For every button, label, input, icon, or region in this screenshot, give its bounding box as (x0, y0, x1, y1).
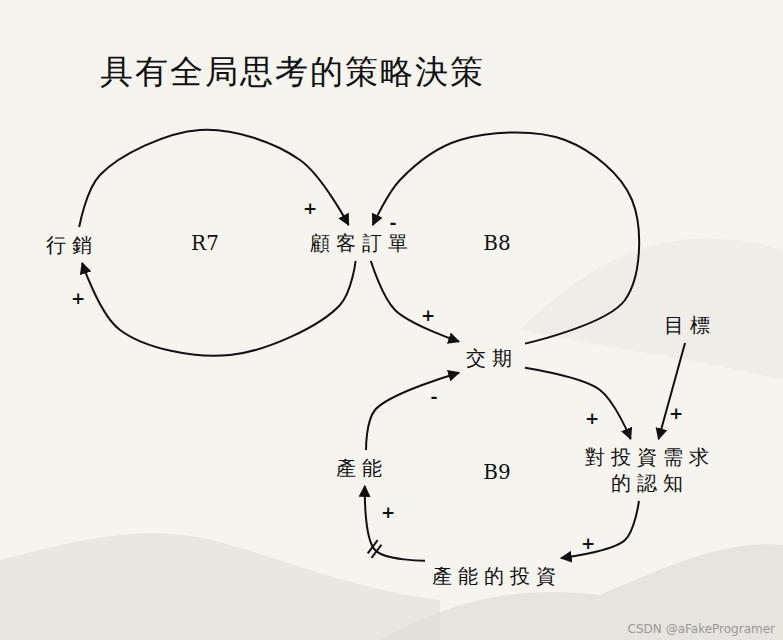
causal-link (659, 343, 685, 439)
title: 具有全局思考的策略決策 (100, 50, 485, 95)
variable-name: 顧客訂單 (310, 230, 414, 256)
watermark: CSDN @aFakeProgramer (628, 622, 775, 636)
causal-link (365, 486, 425, 561)
polarity-sign: - (430, 388, 437, 405)
variable-node: 產能的投資 (428, 561, 566, 591)
polarity-sign: + (581, 535, 595, 552)
variable-node: 產能 (332, 453, 392, 483)
delay-mark (368, 540, 378, 553)
variable-node: 交期 (462, 343, 522, 373)
polarity-sign: - (389, 214, 396, 231)
mountain-shade (380, 544, 783, 640)
polarity-sign: + (303, 200, 317, 217)
variable-name: 對投資需求的認知 (578, 444, 723, 496)
causal-link (366, 373, 459, 450)
polarity-sign: + (421, 307, 435, 324)
mountain-shade (520, 239, 783, 380)
variable-name: 行銷 (46, 232, 98, 258)
causal-link (79, 130, 348, 227)
polarity-sign: + (71, 290, 85, 307)
loop-label: B8 (483, 231, 510, 255)
causal-link (371, 261, 459, 342)
causal-link (525, 368, 631, 439)
causal-link (82, 261, 355, 356)
loop-label: R7 (191, 231, 219, 255)
causal-link (561, 501, 639, 558)
variable-node: 目標 (660, 310, 720, 340)
variable-name: 產能 (336, 455, 388, 481)
polarity-sign: + (669, 405, 683, 422)
polarity-sign: + (585, 410, 599, 427)
variable-name: 交期 (466, 345, 518, 371)
variable-name: 產能的投資 (432, 563, 562, 589)
variable-node: 對投資需求的認知 (574, 442, 727, 498)
variable-node: 行銷 (42, 230, 102, 260)
polarity-sign: + (381, 504, 395, 521)
loop-label: B9 (483, 460, 510, 484)
variable-name: 目標 (664, 312, 716, 338)
variable-node: 顧客訂單 (306, 228, 418, 258)
